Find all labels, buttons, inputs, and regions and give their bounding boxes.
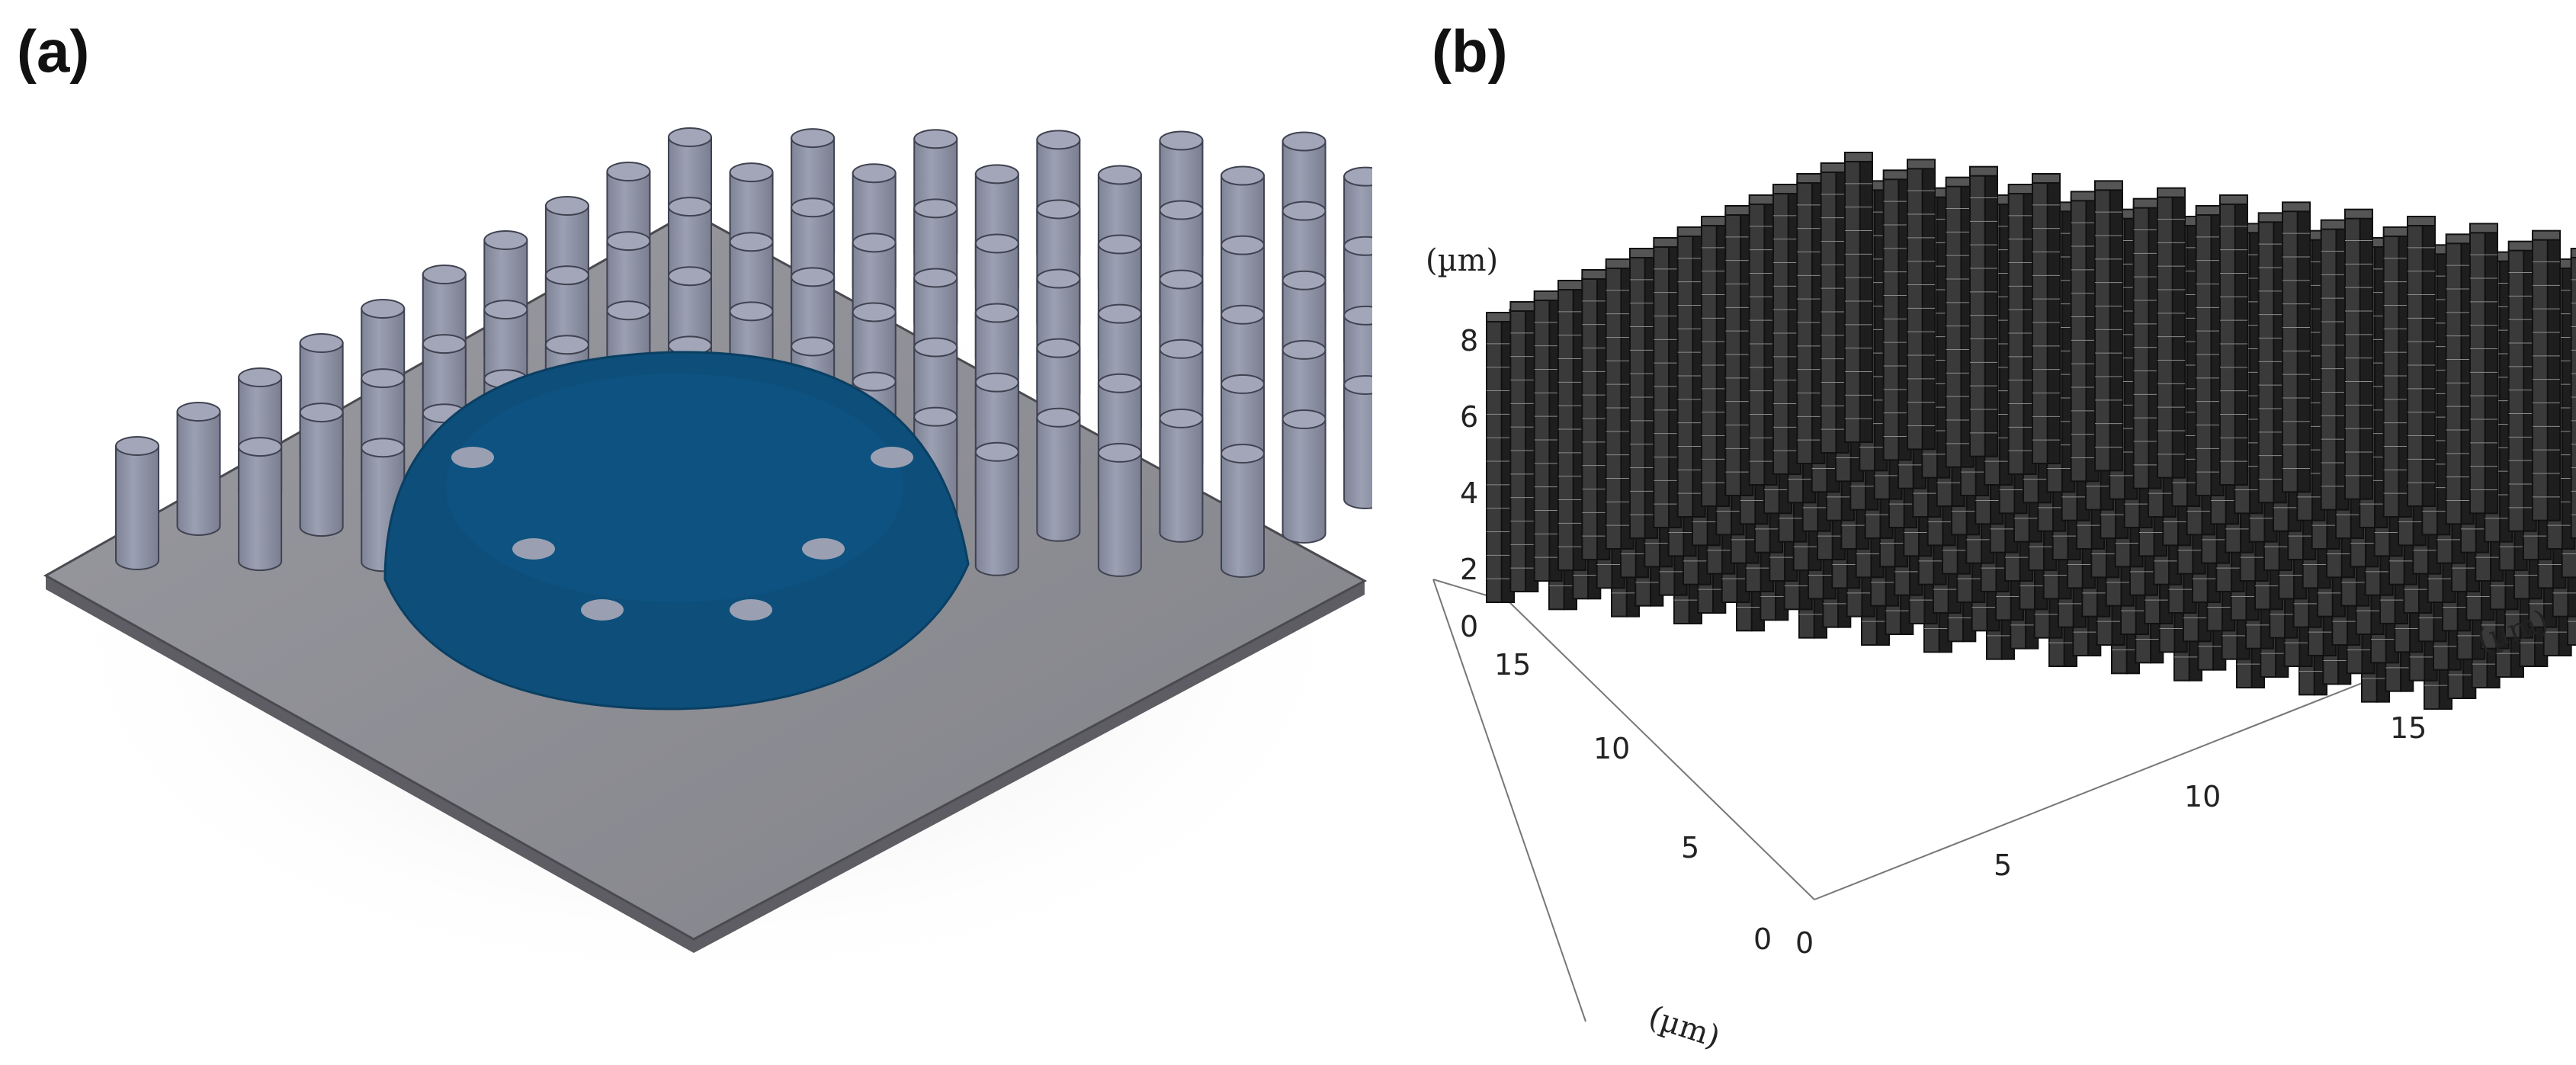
pillar [115, 436, 159, 570]
left-tick: 15 [1494, 648, 1531, 682]
pillar [1221, 444, 1265, 578]
pillar-hole [802, 538, 845, 560]
pillar [238, 437, 283, 572]
pillar [1097, 442, 1142, 577]
z-tick: 8 [1460, 324, 1478, 358]
pillar-hole [581, 599, 624, 621]
z-axis-unit: (µm) [1426, 243, 1498, 278]
mesh-pillars [1486, 152, 2576, 710]
pillar-hole [871, 447, 913, 468]
pillar-hole [512, 538, 555, 560]
mesh-pillar [1969, 165, 1998, 457]
bottom-tick: 5 [1994, 848, 2012, 882]
y-axis-unit: (µm) [1644, 999, 1724, 1055]
mesh-pillar [2219, 194, 2249, 486]
pillar-array-illustration [34, 127, 1372, 999]
left-tick: 10 [1593, 732, 1630, 765]
mesh-pillar [2407, 216, 2436, 507]
mesh-pillar [2032, 173, 2061, 464]
panel-a-label: (a) [17, 18, 90, 85]
mesh-pillar [2532, 229, 2562, 521]
pillar-hole [730, 599, 772, 621]
z-tick: 0 [1460, 610, 1478, 643]
panel-b-label: (b) [1432, 18, 1508, 85]
pillar [1282, 409, 1326, 544]
mesh-pillar [1724, 205, 1754, 496]
mesh-pillar [1844, 152, 1873, 443]
mesh-pillar [2157, 187, 2186, 479]
bottom-tick: 10 [2184, 780, 2221, 813]
left-tick: 5 [1681, 831, 1699, 865]
mesh-pillar-plot: (µm) 8 6 4 2 0 15 10 5 0 (µm) 0 5 10 15 … [1426, 152, 2576, 1055]
pillar [1036, 407, 1081, 542]
left-axis-ticks: 15 10 5 0 (µm) [1494, 648, 1772, 1055]
pillar [1159, 408, 1204, 543]
droplet-icon [383, 351, 970, 711]
z-tick: 6 [1460, 400, 1478, 434]
pillar-hole [451, 447, 494, 468]
mesh-pillar [1907, 159, 1936, 451]
z-axis-ticks: (µm) 8 6 4 2 0 [1426, 243, 1498, 643]
pillar [974, 441, 1019, 576]
bottom-tick: 15 [2390, 711, 2427, 745]
mesh-pillar [2094, 180, 2123, 472]
pillar [176, 402, 221, 536]
z-tick: 4 [1460, 476, 1478, 510]
mesh-pillar [2469, 223, 2499, 515]
left-tick: 0 [1753, 922, 1772, 956]
mesh-pillar [2344, 208, 2374, 500]
front-pillars [115, 130, 1372, 578]
bottom-tick: 0 [1795, 926, 1814, 960]
pillar [1343, 375, 1372, 509]
z-tick: 2 [1460, 553, 1478, 586]
mesh-pillar [2570, 248, 2576, 539]
pillar [299, 403, 344, 537]
mesh-pillar [2282, 201, 2311, 493]
mesh-pillar [1772, 184, 1801, 475]
